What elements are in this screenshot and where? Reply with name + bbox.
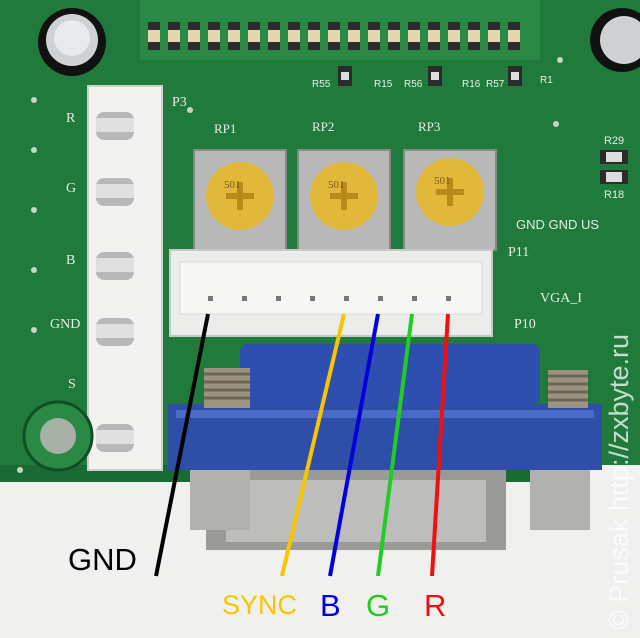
vga-screw-right [548,370,588,408]
silk-r55: R55 [312,79,331,90]
p3-pins [96,112,134,452]
label-g: G [366,588,391,623]
smd-small-parts [338,66,628,184]
silk-vga: VGA_I [540,291,582,306]
capacitor-right [590,8,640,72]
p11-connector [169,249,493,337]
label-r: R [424,588,447,623]
silk-p10: P10 [514,317,536,332]
silk-rp2: RP2 [312,119,335,134]
silk-pin-s: S [68,377,76,392]
pot-value-rp2: 501 [328,179,345,191]
sync-wire [280,313,346,577]
silk-r57: R57 [486,79,505,90]
vga-connector [168,344,602,550]
silk-r18: R18 [604,189,625,201]
trimmer-rp2 [297,149,391,251]
b-wire [328,313,380,577]
smd-resistor-row [148,22,520,50]
silk-pin-gnd: GND [50,317,81,332]
silk-r16: R16 [462,79,481,90]
gnd-wire [154,313,210,577]
pot-value-rp1: 501 [224,179,241,191]
label-sync: SYNC [222,590,298,620]
label-gnd: GND [68,542,137,577]
silk-rp3: RP3 [418,119,441,134]
silk-pin-r: R [66,111,76,126]
silk-p3: P3 [172,95,187,110]
r-wire [430,313,450,577]
silk-r56: R56 [404,79,423,90]
silk-r29: R29 [604,135,625,147]
trimmer-rp3 [403,149,497,251]
capacitor-left [38,8,106,76]
vga-screw-left [204,368,250,408]
mounting-hole [22,400,94,472]
pot-value-rp3: 501 [434,175,451,187]
silk-pin-g: G [66,181,77,196]
trimmer-rp1 [193,149,287,251]
pcb-vias [17,57,563,473]
silk-gnd-row: GND GND US [516,217,600,232]
silk-rp1: RP1 [214,121,237,136]
silk-r15: R15 [374,79,393,90]
silk-pin-b: B [66,253,76,268]
label-b: B [320,588,341,623]
watermark: © Prusak http://zxbyte.ru [604,333,634,630]
g-wire [376,313,414,577]
silk-p11: P11 [508,245,530,260]
silk-r1: R1 [540,75,553,86]
